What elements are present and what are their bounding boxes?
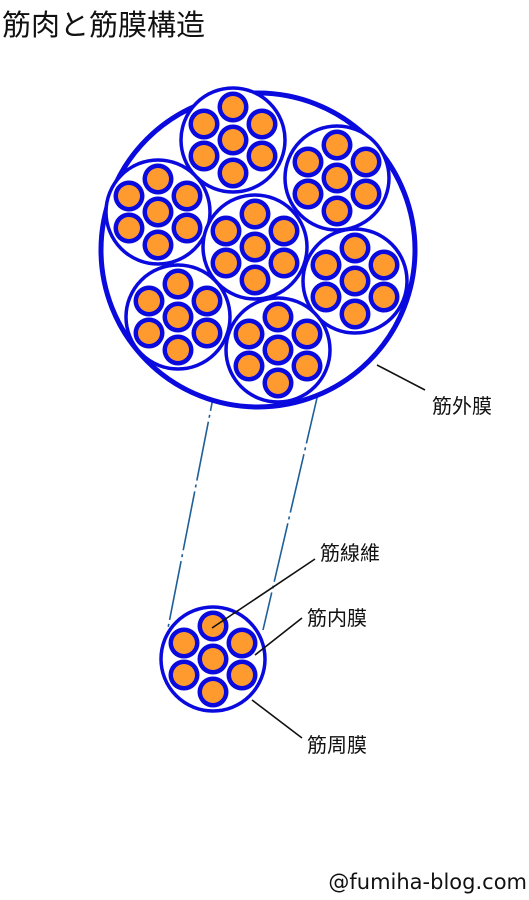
fascicle-2-muscle-fiber <box>326 134 348 156</box>
fascicle-1-muscle-fiber <box>251 145 273 167</box>
label-epimysium: 筋外膜 <box>432 394 492 418</box>
fascicle-4-muscle-fiber <box>215 220 237 242</box>
fascicle-5-muscle-fiber <box>373 286 395 308</box>
fascicle-1-muscle-fiber <box>251 113 273 135</box>
fascicle-6-muscle-fiber <box>167 273 189 295</box>
fascicle-2-muscle-fiber <box>326 200 348 222</box>
leader-endomysium <box>254 617 303 656</box>
fascicle-4-muscle-fiber <box>273 252 295 274</box>
fascicle-3-muscle-fiber <box>147 168 169 190</box>
fascicle-7-muscle-fiber <box>238 355 260 377</box>
fascicle-1-muscle-fiber <box>222 129 244 151</box>
fascicle-6-muscle-fiber <box>167 306 189 328</box>
fascicle-2-muscle-fiber <box>297 183 319 205</box>
fascicle-5-muscle-fiber <box>344 303 366 325</box>
fascicle-6-muscle-fiber <box>138 322 160 344</box>
zoom-fascicle-muscle-fiber <box>231 664 253 686</box>
label-perimysium: 筋周膜 <box>307 733 367 757</box>
fascicle-6-muscle-fiber <box>167 339 189 361</box>
fascicle-4-muscle-fiber <box>244 203 266 225</box>
fascicle-6-muscle-fiber <box>196 322 218 344</box>
fascicle-7-muscle-fiber <box>267 339 289 361</box>
leader-epimysium <box>376 364 426 391</box>
fascicle-6-muscle-fiber <box>196 290 218 312</box>
fascicle-5-muscle-fiber <box>344 270 366 292</box>
fascicle-1-muscle-fiber <box>193 145 215 167</box>
fascicle-7-muscle-fiber <box>238 323 260 345</box>
fascicle-1-muscle-fiber <box>222 162 244 184</box>
credit-text: @fumiha-blog.com <box>328 870 527 894</box>
fascicle-3-muscle-fiber <box>147 234 169 256</box>
fascicle-2-muscle-fiber <box>355 183 377 205</box>
fascicle-3-muscle-fiber <box>118 185 140 207</box>
fascicle-3-muscle-fiber <box>176 185 198 207</box>
fascicle-4-muscle-fiber <box>273 220 295 242</box>
fascicle-4-muscle-fiber <box>215 252 237 274</box>
fascicle-7-muscle-fiber <box>267 306 289 328</box>
fascicle-4-muscle-fiber <box>244 236 266 258</box>
fascicle-5-muscle-fiber <box>315 286 337 308</box>
fascicle-5-muscle-fiber <box>315 254 337 276</box>
fascicle-2-muscle-fiber <box>297 151 319 173</box>
fascicle-7-muscle-fiber <box>296 323 318 345</box>
zoom-fascicle-muscle-fiber <box>202 681 224 703</box>
fascicle-3-muscle-fiber <box>118 217 140 239</box>
zoom-fascicle-muscle-fiber <box>202 648 224 670</box>
fascicle-1-muscle-fiber <box>222 96 244 118</box>
fascicle-1-muscle-fiber <box>193 113 215 135</box>
fascicle-6-muscle-fiber <box>138 290 160 312</box>
leader-perimysium <box>251 699 303 739</box>
leader-muscle-fiber <box>211 558 316 629</box>
zoom-fascicle-muscle-fiber <box>202 615 224 637</box>
zoom-fascicle-muscle-fiber <box>231 632 253 654</box>
fascicle-5-muscle-fiber <box>373 254 395 276</box>
fascicle-7-muscle-fiber <box>267 372 289 394</box>
fascicle-4-muscle-fiber <box>244 269 266 291</box>
fascicle-3-muscle-fiber <box>147 201 169 223</box>
connector-line-right <box>262 384 321 631</box>
fascicle-3-muscle-fiber <box>176 217 198 239</box>
page-title: 筋肉と筋膜構造 <box>2 8 206 42</box>
fascicle-2-muscle-fiber <box>326 167 348 189</box>
zoom-fascicle-muscle-fiber <box>173 664 195 686</box>
zoom-fascicle-muscle-fiber <box>173 632 195 654</box>
fascicle-5-muscle-fiber <box>344 237 366 259</box>
label-endomysium: 筋内膜 <box>307 606 367 630</box>
label-muscle-fiber: 筋線維 <box>320 541 380 565</box>
fascicle-2-muscle-fiber <box>355 151 377 173</box>
fascicle-7-muscle-fiber <box>296 355 318 377</box>
